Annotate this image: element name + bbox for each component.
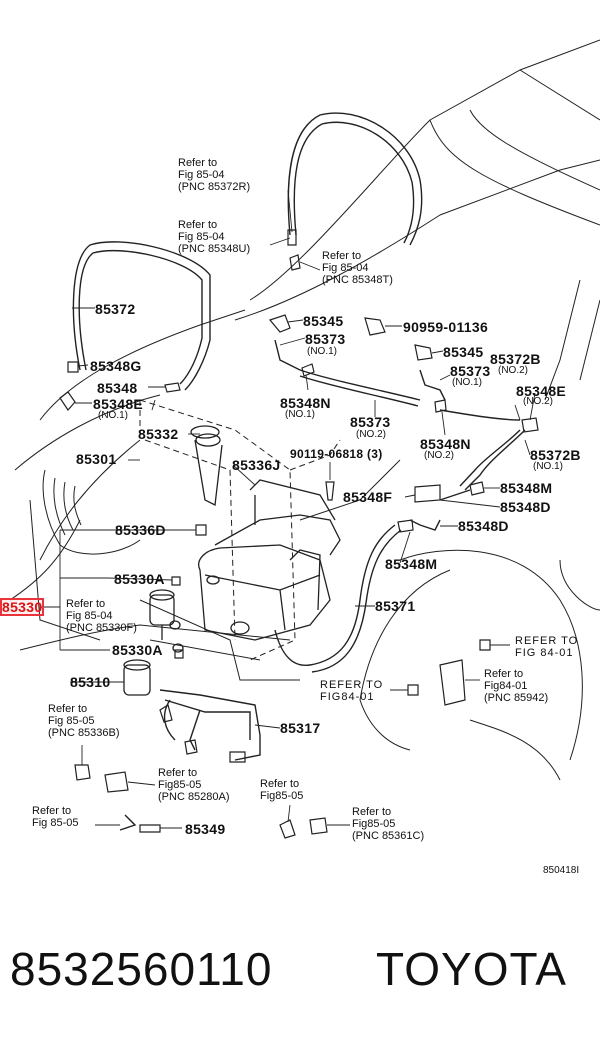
part-label-85345[interactable]: 85345 [303,313,344,329]
part-label-85372B[interactable]: 85372B [490,351,541,367]
part-note: (NO.2) [498,365,528,376]
part-label-85348N-second[interactable]: 85348N [420,436,471,452]
part-label-85348E-second[interactable]: 85348E [516,383,567,399]
figure-code: 850418I [543,865,580,876]
part-label-85348M[interactable]: 85348M [500,480,553,496]
part-label-90959-01136[interactable]: 90959-01136 [403,319,489,335]
part-label-85336J[interactable]: 85336J [232,457,281,473]
part-label-85317[interactable]: 85317 [280,720,321,736]
part-label-85348G[interactable]: 85348G [90,358,142,374]
part-label-85348D-second[interactable]: 85348D [458,518,509,534]
part-label-85330A[interactable]: 85330A [114,571,165,587]
washer-system-drawing [0,0,600,900]
part-label-85373-second[interactable]: 85373 [450,363,491,379]
part-label-85336D[interactable]: 85336D [115,522,166,538]
part-label-90119-06818[interactable]: 90119-06818 (3) [290,447,383,461]
part-note: (NO.1) [452,377,482,388]
part-label-85348[interactable]: 85348 [97,380,138,396]
part-label-85348E[interactable]: 85348E [93,396,144,412]
part-label-85348F[interactable]: 85348F [343,489,393,505]
part-note: (NO.2) [523,396,553,407]
part-number-caption: 8532560110 [10,943,273,995]
leader-lines [40,190,535,828]
part-label-85349[interactable]: 85349 [185,821,226,837]
part-label-85332[interactable]: 85332 [138,426,179,442]
part-note: (NO.2) [356,429,386,440]
part-label-85310[interactable]: 85310 [70,674,111,690]
tank-dashed-outline [140,400,340,660]
part-label-85330-highlighted[interactable]: 85330 [0,598,45,616]
part-label-85348M-second[interactable]: 85348M [385,556,438,572]
washer-tank [191,426,340,640]
part-label-85372B-second[interactable]: 85372B [530,447,581,463]
part-label-85373[interactable]: 85373 [305,331,346,347]
part-label-85348D[interactable]: 85348D [500,499,551,515]
part-note: (NO.1) [533,461,563,472]
part-label-85330A-second[interactable]: 85330A [112,642,163,658]
part-label-85372[interactable]: 85372 [95,301,136,317]
part-label-85371[interactable]: 85371 [375,598,416,614]
pump-motors [124,590,183,695]
part-label-85345-second[interactable]: 85345 [443,344,484,360]
part-note: (NO.1) [285,409,315,420]
part-note: (NO.1) [98,410,128,421]
part-note: (NO.2) [424,450,454,461]
brand-caption: TOYOTA [376,943,567,995]
part-label-85348N[interactable]: 85348N [280,395,331,411]
part-note: (NO.1) [307,346,337,357]
part-label-85301[interactable]: 85301 [76,451,117,467]
part-label-85373-third[interactable]: 85373 [350,414,391,430]
